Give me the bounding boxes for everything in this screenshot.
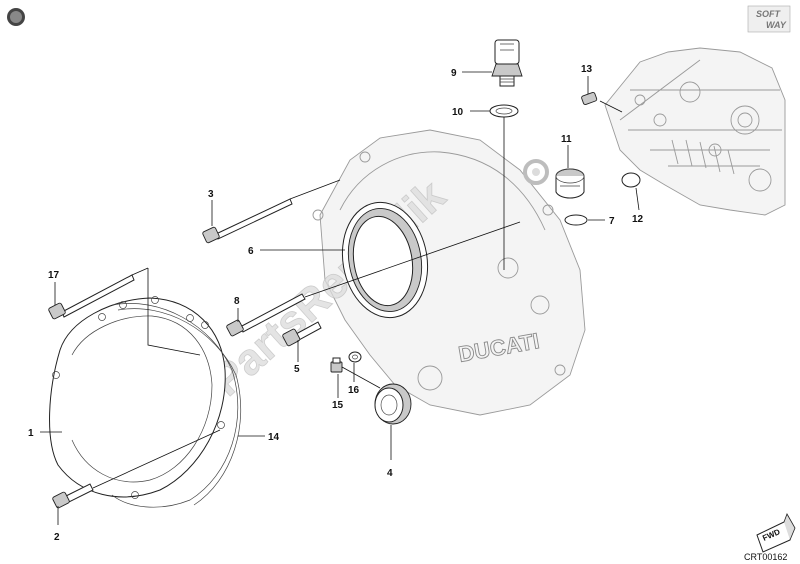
part-4-oil-seal [374, 383, 412, 425]
part-8-bolt [226, 293, 306, 337]
callout-8: 8 [234, 296, 240, 307]
part-15-plug [330, 357, 343, 373]
callout-12: 12 [632, 214, 644, 225]
clutch-housing-ghost: DUCATI [312, 129, 586, 416]
section-marker-icon [7, 8, 25, 26]
part-3-bolt [202, 198, 293, 244]
callout-16: 16 [348, 385, 360, 396]
callout-6: 6 [248, 246, 254, 257]
logo-text-top: SOFT [756, 9, 782, 19]
callout-1: 1 [28, 428, 34, 439]
part-10-washer [489, 104, 519, 118]
part-7-o-ring [564, 214, 588, 226]
part-14-gasket [111, 303, 242, 508]
softway-logo: SOFT WAY [747, 5, 791, 33]
callout-labels: 1 2 3 4 5 6 7 8 9 10 11 12 13 14 15 16 1… [28, 64, 644, 543]
part-17-bolt [48, 274, 135, 320]
callout-leaders [40, 71, 640, 525]
part-12-o-ring [621, 172, 641, 188]
callout-10: 10 [452, 107, 464, 118]
part-1-clutch-cover [49, 296, 226, 499]
callout-7: 7 [609, 216, 615, 227]
part-5-bolt [282, 321, 322, 347]
part-2-bolt [52, 483, 94, 509]
crankcase-ghost [604, 47, 786, 216]
callout-15: 15 [332, 400, 344, 411]
callout-3: 3 [208, 189, 214, 200]
callout-14: 14 [268, 432, 280, 443]
part-16-washer [348, 351, 362, 363]
callout-5: 5 [294, 364, 300, 375]
callout-13: 13 [581, 64, 593, 75]
part-6-seal-ring [341, 201, 429, 319]
part-11-filler-plug [555, 168, 585, 199]
part-9-sensor [491, 39, 523, 87]
callout-17: 17 [48, 270, 60, 281]
logo-text-bottom: WAY [766, 20, 787, 30]
assembly-axes [92, 100, 623, 489]
callout-4: 4 [387, 468, 393, 479]
callout-11: 11 [561, 134, 572, 145]
drawing-code: CRT00162 [744, 552, 787, 562]
part-13-dowel [581, 91, 598, 105]
gear-icon [523, 159, 549, 185]
fwd-arrow-icon: FWD [756, 513, 796, 553]
callout-2: 2 [54, 532, 60, 543]
callout-9: 9 [451, 68, 457, 79]
